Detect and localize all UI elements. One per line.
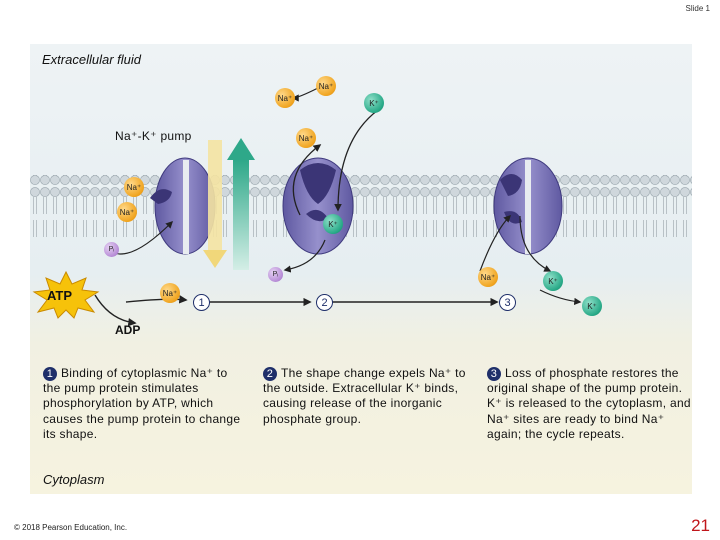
- potassium-ion: K⁺: [364, 93, 384, 113]
- step-2-number: 2: [263, 367, 277, 381]
- pump-protein-1: [150, 157, 216, 255]
- pi-release-arrow: [283, 239, 326, 273]
- step-2-text: The shape change expels Na⁺ to the outsi…: [263, 366, 466, 426]
- diagram-panel: [30, 44, 692, 494]
- sodium-ion: Na⁺: [124, 177, 144, 197]
- atp-starburst-icon: [32, 270, 100, 319]
- sodium-ion: Na⁺: [160, 283, 180, 303]
- extracellular-label: Extracellular fluid: [42, 52, 141, 67]
- step-3-number: 3: [487, 367, 501, 381]
- cytoplasm-label: Cytoplasm: [43, 472, 105, 487]
- step-1-marker: 1: [193, 294, 210, 311]
- step-2-marker: 2: [316, 294, 333, 311]
- atp-to-step1-arrow: [125, 295, 188, 304]
- step-1-number: 1: [43, 367, 57, 381]
- step-3-text: Loss of phosphate restores the original …: [487, 366, 691, 441]
- potassium-ion: K⁺: [543, 271, 563, 291]
- atp-to-adp-arrow: [94, 294, 137, 327]
- page-number: 21: [691, 516, 710, 535]
- sodium-ion: Na⁺: [296, 128, 316, 148]
- phosphate-group: Pᵢ: [104, 242, 119, 257]
- pump-label: Na⁺-K⁺ pump: [115, 129, 192, 143]
- potassium-ion: K⁺: [582, 296, 602, 316]
- step-3-marker: 3: [499, 294, 516, 311]
- step-1-text: Binding of cytoplasmic Na⁺ to the pump p…: [43, 366, 241, 441]
- pump-protein-2: [282, 157, 354, 255]
- k-binding-arrow: [334, 109, 379, 212]
- na-expelled-arrow: [292, 144, 322, 216]
- sodium-ion: Na⁺: [316, 76, 336, 96]
- potassium-ion: K⁺: [323, 214, 343, 234]
- phosphate-group: Pᵢ: [268, 267, 283, 282]
- na-rebind-arrow: [479, 214, 512, 272]
- atp-label: ATP: [47, 288, 73, 303]
- na-out-arrow: [291, 87, 319, 102]
- pump-protein-3: [493, 157, 563, 255]
- copyright-notice: © 2018 Pearson Education, Inc.: [14, 523, 128, 532]
- sodium-ion: Na⁺: [478, 267, 498, 287]
- k-release-arrow: [519, 215, 552, 272]
- sodium-gradient-arrow: [203, 140, 227, 268]
- potassium-gradient-arrow: [227, 138, 255, 270]
- adp-label: ADP: [115, 323, 141, 337]
- sodium-ion: Na⁺: [275, 88, 295, 108]
- slide-number: Slide 1: [685, 4, 710, 13]
- k-cytoplasm-arrow: [539, 289, 582, 306]
- sodium-ion: Na⁺: [117, 202, 137, 222]
